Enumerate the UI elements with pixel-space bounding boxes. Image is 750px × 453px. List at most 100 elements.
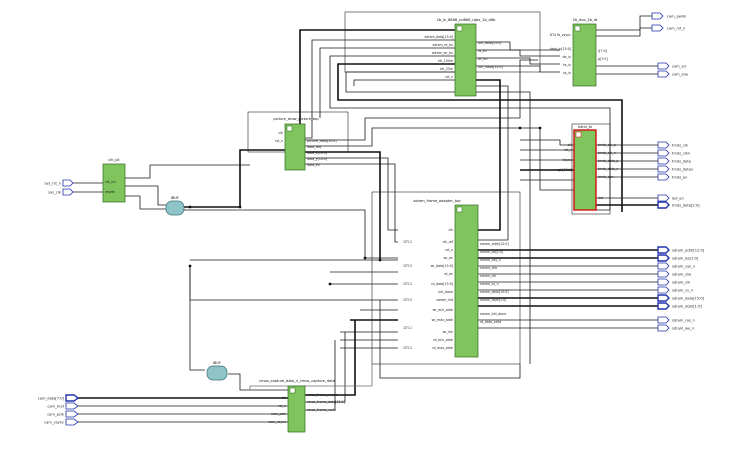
svg-text:DT4 fb_vsync: DT4 fb_vsync (550, 33, 572, 37)
svg-text:rst_n: rst_n (564, 148, 572, 152)
svg-text:rst_n: rst_n (445, 75, 453, 79)
svg-text:cmos_frame_valid: cmos_frame_valid (307, 408, 336, 412)
svg-text:de_in: de_in (563, 55, 571, 59)
svg-text:resetn: resetn (105, 190, 115, 194)
svg-text:sdram_rd_en: sdram_rd_en (433, 43, 454, 47)
block-clk-pll[interactable]: clk_pll clk_in1 resetn (102, 158, 126, 203)
svg-text:sdram_init: sdram_init (436, 298, 453, 302)
svg-text:clk: clk (282, 396, 287, 400)
block-ibuf-2[interactable]: IBUF (206, 361, 228, 381)
svg-text:sdram_cs_n: sdram_cs_n (672, 289, 693, 293)
svg-text:rst_n: rst_n (275, 139, 283, 143)
port-tmds-data-bus[interactable]: tmds_data[2:0] (657, 201, 700, 209)
svg-text:tmds_oen: tmds_oen (598, 175, 614, 179)
svg-text:wr_en: wr_en (444, 256, 454, 260)
svg-text:cam_rst_n: cam_rst_n (667, 27, 685, 31)
wires (73, 15, 658, 423)
port-tmds-en[interactable]: tmds_en (657, 173, 687, 181)
svg-text:sdram_addr[12:0]: sdram_addr[12:0] (480, 242, 509, 246)
svg-text:sdram_cs_n: sdram_cs_n (480, 282, 499, 286)
svg-text:cmos_frame_data[15:0]: cmos_frame_data[15:0] (307, 400, 345, 404)
svg-text:DT15: DT15 (404, 264, 412, 268)
svg-text:cam_vsync: cam_vsync (44, 421, 64, 425)
block-sdram-adapter[interactable]: sdram_frame_adapter_top clk clk_ref rst_… (404, 199, 509, 358)
port-cam-pclk[interactable]: cam_pclk (47, 410, 79, 418)
svg-text:rd_data[15:0]: rd_data[15:0] (431, 282, 453, 286)
fifo-title: 2b_in_8888_ral888_rgbx_2b_d8b (437, 18, 497, 22)
svg-text:tmds_clk_p: tmds_clk_p (598, 143, 616, 147)
port-sys-rst-n[interactable]: sys_rst_n (44, 179, 74, 187)
port-cam-data[interactable]: cam_data[7:0] (38, 394, 80, 402)
svg-text:clk: clk (449, 228, 454, 232)
svg-text:tmds_datan: tmds_datan (672, 168, 693, 172)
port-sdram-dqm[interactable]: sdram_dqm[1:0] (657, 302, 702, 310)
pll-title: clk_pll (108, 158, 119, 162)
svg-text:hsync: hsync (563, 158, 573, 162)
svg-text:led: led (598, 196, 603, 200)
svg-text:rd_min_addr: rd_min_addr (433, 338, 453, 342)
port-cam-scl[interactable]: cam_scl (657, 62, 686, 70)
svg-text:rd_data_valid: rd_data_valid (480, 320, 501, 324)
svg-text:sdram_dqm[1:0]: sdram_dqm[1:0] (672, 305, 702, 309)
port-tmds-datan[interactable]: tmds_datan (657, 165, 693, 173)
svg-text:tmds_data_p: tmds_data_p (598, 159, 618, 163)
svg-text:init_done: init_done (438, 290, 453, 294)
port-sdram-ras-n[interactable]: sdram_ras_n (657, 316, 695, 324)
port-cam-rst-n[interactable]: cam_rst_n (651, 24, 685, 32)
port-led-en[interactable]: led_en (657, 194, 684, 202)
svg-text:rgb[23:0]: rgb[23:0] (557, 168, 572, 172)
svg-text:tmds_data[2:0]: tmds_data[2:0] (672, 204, 700, 208)
svg-text:vs_in: vs_in (563, 71, 571, 75)
svg-text:rst_n: rst_n (278, 404, 286, 408)
port-sdram-ba[interactable]: sdram_ba[1:0] (657, 254, 699, 262)
svg-text:cam_pwdn: cam_pwdn (667, 15, 686, 19)
port-tmds-clk[interactable]: tmds_clk (657, 141, 689, 149)
svg-text:2b_dvo_2b_dt: 2b_dvo_2b_dt (573, 18, 598, 22)
svg-text:cam_pclk: cam_pclk (271, 412, 286, 416)
svg-text:sdram_addr[12:0]: sdram_addr[12:0] (672, 249, 705, 253)
svg-text:sdram_cke: sdram_cke (480, 266, 497, 270)
port-sdram-cke[interactable]: sdram_cke (657, 270, 692, 278)
block-hdmi-tx[interactable]: hdmi_tx clk rst_n hsync rgb[23:0] tmds_c… (557, 125, 618, 211)
svg-text:sdram_data[15:0]: sdram_data[15:0] (425, 35, 453, 39)
port-tmds-clkn[interactable]: tmds_clkn (657, 149, 690, 157)
svg-text:cam_sda: cam_sda (672, 73, 688, 77)
port-sdram-clk[interactable]: sdram_clk (657, 278, 691, 286)
port-cam-vsync[interactable]: cam_vsync (44, 418, 79, 426)
block-picture[interactable]: picture_draw_picture_top clk rst_n pictu… (273, 117, 337, 171)
svg-text:clk: clk (279, 131, 284, 135)
svg-text:sdram_ras_n: sdram_ras_n (672, 319, 695, 323)
port-cam-sda[interactable]: cam_sda (657, 70, 688, 78)
svg-text:tmds_data: tmds_data (672, 160, 691, 164)
svg-text:sdram_cke: sdram_cke (672, 273, 692, 277)
svg-text:cmos_frame_vsync: cmos_frame_vsync (307, 393, 338, 397)
svg-text:tmds_data_n: tmds_data_n (598, 167, 618, 171)
svg-text:wr_max_addr: wr_max_addr (432, 318, 454, 322)
svg-text:IBUF: IBUF (213, 361, 221, 365)
svg-text:sdram_we_n: sdram_we_n (672, 327, 694, 331)
block-cmos-capture[interactable]: cmos_capture_data_v_cmos_capture_data cl… (259, 379, 345, 433)
svg-text:sdram_clk: sdram_clk (672, 281, 691, 285)
svg-text:cam_data[7:0]: cam_data[7:0] (38, 397, 65, 401)
svg-text:IBUF: IBUF (171, 196, 179, 200)
svg-text:sys_clk: sys_clk (48, 191, 62, 195)
svg-text:sdram_frame_adapter_top: sdram_frame_adapter_top (413, 199, 461, 203)
svg-text:cmos_capture_data_v_cmos_captu: cmos_capture_data_v_cmos_capture_data (259, 379, 335, 383)
left-bottom-ports: cam_data[7:0] cam_href cam_pclk cam_vsyn… (38, 394, 80, 426)
block-ibuf-1[interactable]: IBUF (165, 196, 185, 216)
svg-text:wr_min_addr: wr_min_addr (433, 308, 454, 312)
svg-text:clk_in1: clk_in1 (105, 180, 116, 184)
port-sdram-data[interactable]: sdram_data[15:0] (657, 294, 705, 302)
port-sys-clk[interactable]: sys_clk (48, 188, 74, 196)
port-sdram-addr[interactable]: sdram_addr[12:0] (657, 246, 705, 254)
block-fifo-top[interactable]: 2b_in_8888_ral888_rgbx_2b_d8b sdram_data… (425, 18, 503, 97)
block-dvo[interactable]: 2b_dvo_2b_dt DT4 fb_vsync data_in[15:0] … (550, 18, 608, 87)
port-tmds-data[interactable]: tmds_data (657, 157, 691, 165)
port-sdram-cs-n[interactable]: sdram_cs_n (657, 286, 693, 294)
port-sdram-cas-n[interactable]: sdram_cas_n (657, 262, 695, 270)
svg-text:sdr_rdata[15:0]: sdr_rdata[15:0] (478, 65, 503, 69)
port-cam-href[interactable]: cam_href (47, 402, 79, 410)
port-sdram-we-n[interactable]: sdram_we_n (657, 324, 694, 332)
port-cam-pwdn[interactable]: cam_pwdn (651, 12, 686, 20)
